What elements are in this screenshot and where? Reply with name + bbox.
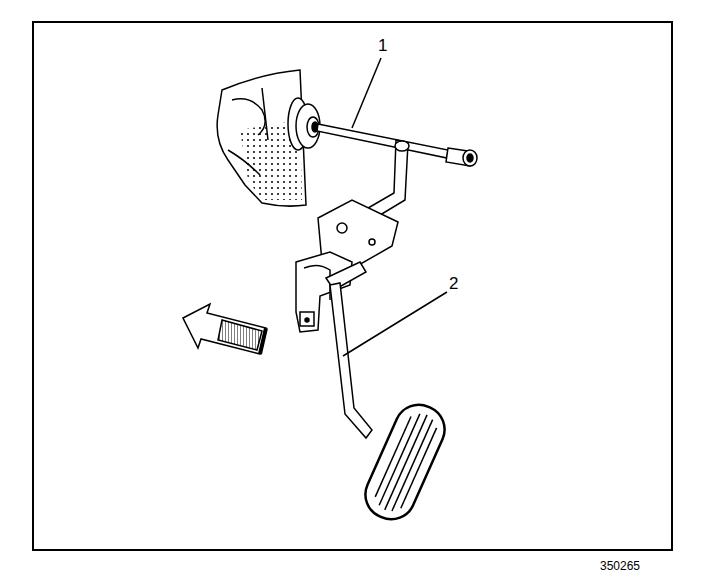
- figure-number: 350265: [600, 560, 640, 572]
- frame-border: [33, 22, 672, 550]
- pedal-arm-lower: [330, 283, 372, 438]
- pedal-bracket: [296, 200, 398, 332]
- direction-arrow: [183, 304, 266, 354]
- callout-number: 2: [449, 275, 458, 292]
- pedal-pad: [358, 397, 452, 527]
- leader-line: [343, 292, 447, 356]
- leader-line: [352, 58, 381, 128]
- pivot-hub: [288, 98, 320, 150]
- callout-number: 1: [378, 37, 387, 54]
